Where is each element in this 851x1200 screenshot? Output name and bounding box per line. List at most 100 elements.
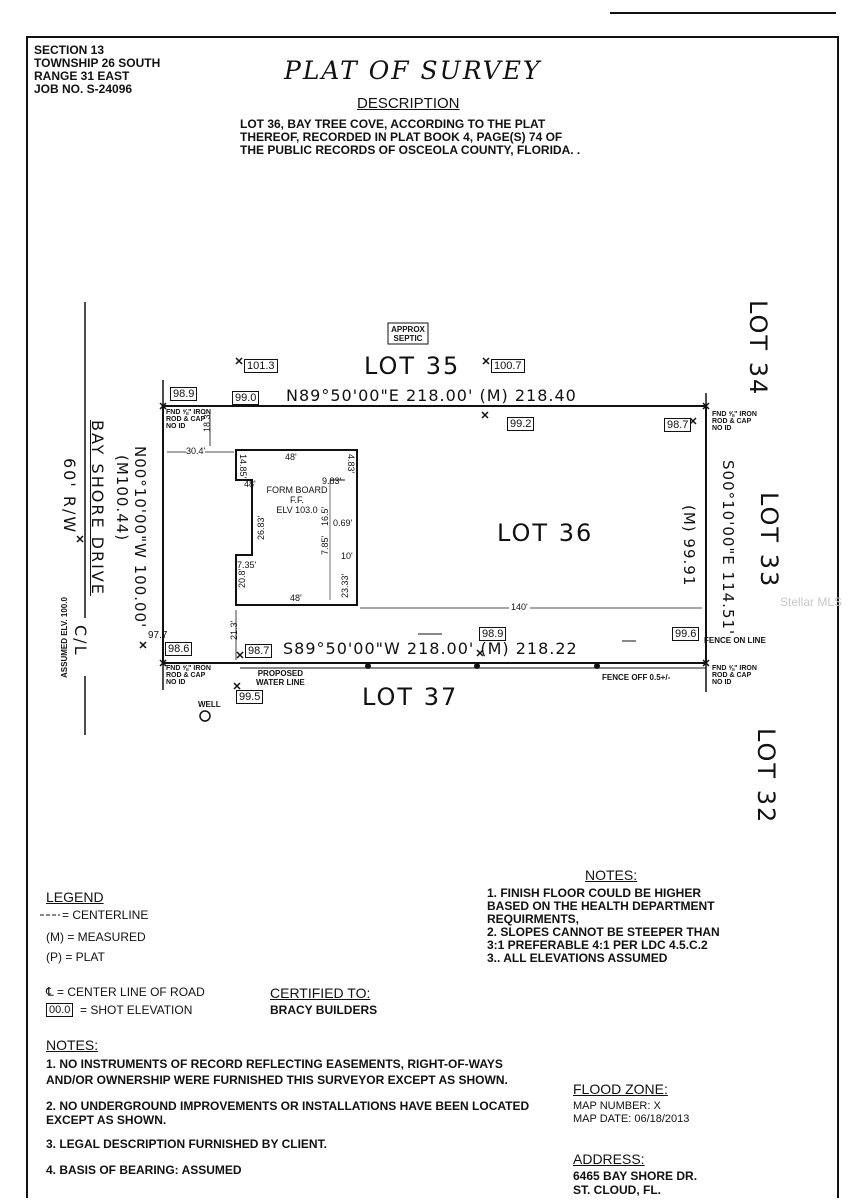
west-measured: (M100.44) [113, 455, 131, 542]
elevation-x-marker [159, 659, 167, 667]
note-line: 3.. ALL ELEVATIONS ASSUMED [487, 951, 668, 965]
south-bearing: S89°50'00"W 218.00' (M) 218.22 [283, 639, 578, 658]
east-bearing: S00°10'00"E 114.51' [719, 460, 737, 636]
house-label-line: F.F. [289, 495, 304, 505]
water-line-label: PROPOSED WATER LINE [256, 669, 305, 687]
note-line: BASED ON THE HEALTH DEPARTMENT [487, 899, 715, 913]
corner-note-line: ROD & CAP [166, 672, 206, 679]
north-bearing: N89°50'00"E 218.00' (M) 218.40 [286, 386, 577, 405]
note-bottom-1b: AND/OR OWNERSHIP WERE FURNISHED THIS SUR… [46, 1073, 508, 1087]
house-dim-0-69: 0.69' [333, 518, 353, 528]
elevation-box: 98.7 [245, 644, 273, 658]
fence-off-label: FENCE OFF 0.5+/- [602, 673, 671, 682]
house-dim-10: 10' [341, 551, 353, 561]
elevation-box: 99.5 [236, 690, 264, 704]
description-line: THE PUBLIC RECORDS OF OSCEOLA COUNTY, FL… [240, 143, 581, 157]
flood-map-number: MAP NUMBER: X [573, 1100, 661, 1112]
house-dim-4-83: 4.83' [346, 454, 356, 474]
elevation-x-marker [481, 411, 489, 419]
road-right-of-way: 60' R/W [60, 458, 79, 535]
elevation-box: 98.7 [664, 418, 692, 432]
note-line: 3:1 PREFERABLE 4:1 PER LDC 4.5.C.2 [487, 938, 708, 952]
header-info: SECTION 13 TOWNSHIP 26 SOUTH RANGE 31 EA… [34, 44, 160, 96]
notes-right-heading: NOTES: [585, 867, 638, 883]
elevation-x-marker [702, 659, 710, 667]
lot-south-label: LOT 37 [362, 683, 459, 711]
west-bearing: N00°10'00"W 100.00' [131, 446, 149, 629]
elevation-x-marker [76, 535, 84, 543]
elevation-x-marker [233, 682, 241, 690]
elevation-box: 98.6 [165, 642, 193, 656]
section-line: SECTION 13 [34, 43, 105, 57]
range-line: RANGE 31 EAST [34, 69, 130, 83]
house-dim-26-83: 26.83' [256, 515, 266, 540]
house-dim-9-83: 9.83' [322, 476, 342, 486]
septic-box [387, 322, 429, 345]
elevation-x-marker [139, 641, 147, 649]
note-bottom-3: 3. LEGAL DESCRIPTION FURNISHED BY CLIENT… [46, 1137, 327, 1151]
elevation-x-marker [476, 649, 484, 657]
corner-note-line: ROD & CAP [712, 672, 752, 679]
notes-right: 1. FINISH FLOOR COULD BE HIGHER BASED ON… [487, 887, 720, 965]
house-label-line: FORM BOARD [266, 485, 328, 495]
legend-shot-symbol: 00.0 [46, 1003, 74, 1017]
note-bottom-2b: EXCEPT AS SHOWN. [46, 1113, 167, 1127]
elevation-box: 99.0 [232, 391, 260, 405]
lot-main-label: LOT 36 [497, 519, 594, 547]
note-line: REQUIRMENTS, [487, 912, 580, 926]
corner-note-line: FND ⅝" IRON [712, 411, 757, 418]
corner-note-line: NO ID [166, 679, 186, 686]
legend-road-centerline: ℄ = CENTER LINE OF ROAD [46, 985, 205, 999]
house-dim-bottom: 48' [290, 593, 302, 603]
house-dim-16-5: 16.5' [320, 506, 330, 526]
legend-plat: (P) = PLAT [46, 950, 105, 964]
document-border [26, 36, 839, 1198]
elevation-x-marker [235, 357, 243, 365]
house-dim-23-33: 23.33' [340, 573, 350, 598]
septic-line: APPROX [391, 325, 425, 334]
flood-heading: FLOOD ZONE: [573, 1081, 668, 1097]
road-name: BAY SHORE DRIVE [88, 420, 107, 596]
legend-shot-label: = SHOT ELEVATION [80, 1003, 193, 1017]
address-heading: ADDRESS: [573, 1151, 645, 1167]
note-bottom-4: 4. BASIS OF BEARING: ASSUMED [46, 1163, 242, 1177]
corner-note-ne: FND ⅝" IRON ROD & CAP NO ID [712, 411, 757, 432]
note-bottom-1a: 1. NO INSTRUMENTS OF RECORD REFLECTING E… [46, 1057, 503, 1071]
corner-note-line: FND ⅝" IRON [166, 665, 211, 672]
elevation-box: 101.3 [244, 359, 278, 373]
legal-description: LOT 36, BAY TREE COVE, ACCORDING TO THE … [240, 118, 580, 157]
house-dim-14-85: 14.85' [238, 454, 248, 479]
setback-west: 30.4' [186, 446, 206, 456]
setback-south: 21.3' [229, 620, 239, 640]
fence-post [594, 663, 600, 669]
corner-note-line: NO ID [712, 679, 732, 686]
elevation-x-marker [702, 402, 710, 410]
page-title: PLAT OF SURVEY [284, 56, 542, 85]
address-line-2: ST. CLOUD, FL. [573, 1183, 661, 1197]
elevation-plain: 97.7 [148, 630, 168, 641]
house-label-line: ELV 103.0 [276, 505, 318, 515]
fence-on-line-label: FENCE ON LINE [704, 636, 766, 645]
job-number: JOB NO. S-24096 [34, 82, 133, 96]
note-bottom-2a: 2. NO UNDERGROUND IMPROVEMENTS OR INSTAL… [46, 1099, 530, 1113]
address-line-1: 6465 BAY SHORE DR. [573, 1169, 698, 1183]
elevation-x-marker [159, 402, 167, 410]
description-heading: DESCRIPTION [357, 95, 460, 112]
certified-heading: CERTIFIED TO: [270, 985, 371, 1001]
assumed-elevation: ASSUMED ELV. 100.0 [60, 597, 69, 678]
house-dim-top: 48' [285, 452, 297, 462]
legend-centerline: = CENTERLINE [62, 908, 149, 922]
water-line-text: WATER LINE [256, 678, 305, 687]
lot-east-mid-label: LOT 33 [755, 492, 783, 589]
setback-east: 140' [509, 602, 530, 612]
elevation-x-marker [236, 651, 244, 659]
house-dim-7-85: 7.85' [320, 535, 330, 555]
house-dim-20-8: 20.8' [237, 568, 247, 588]
lot-east-bot-label: LOT 32 [752, 728, 780, 825]
elevation-box: 98.9 [170, 387, 198, 401]
township-line: TOWNSHIP 26 SOUTH [34, 56, 161, 70]
corner-note-line: FND ⅝" IRON [712, 665, 757, 672]
house-footprint [235, 449, 358, 606]
certified-name: BRACY BUILDERS [270, 1003, 378, 1017]
